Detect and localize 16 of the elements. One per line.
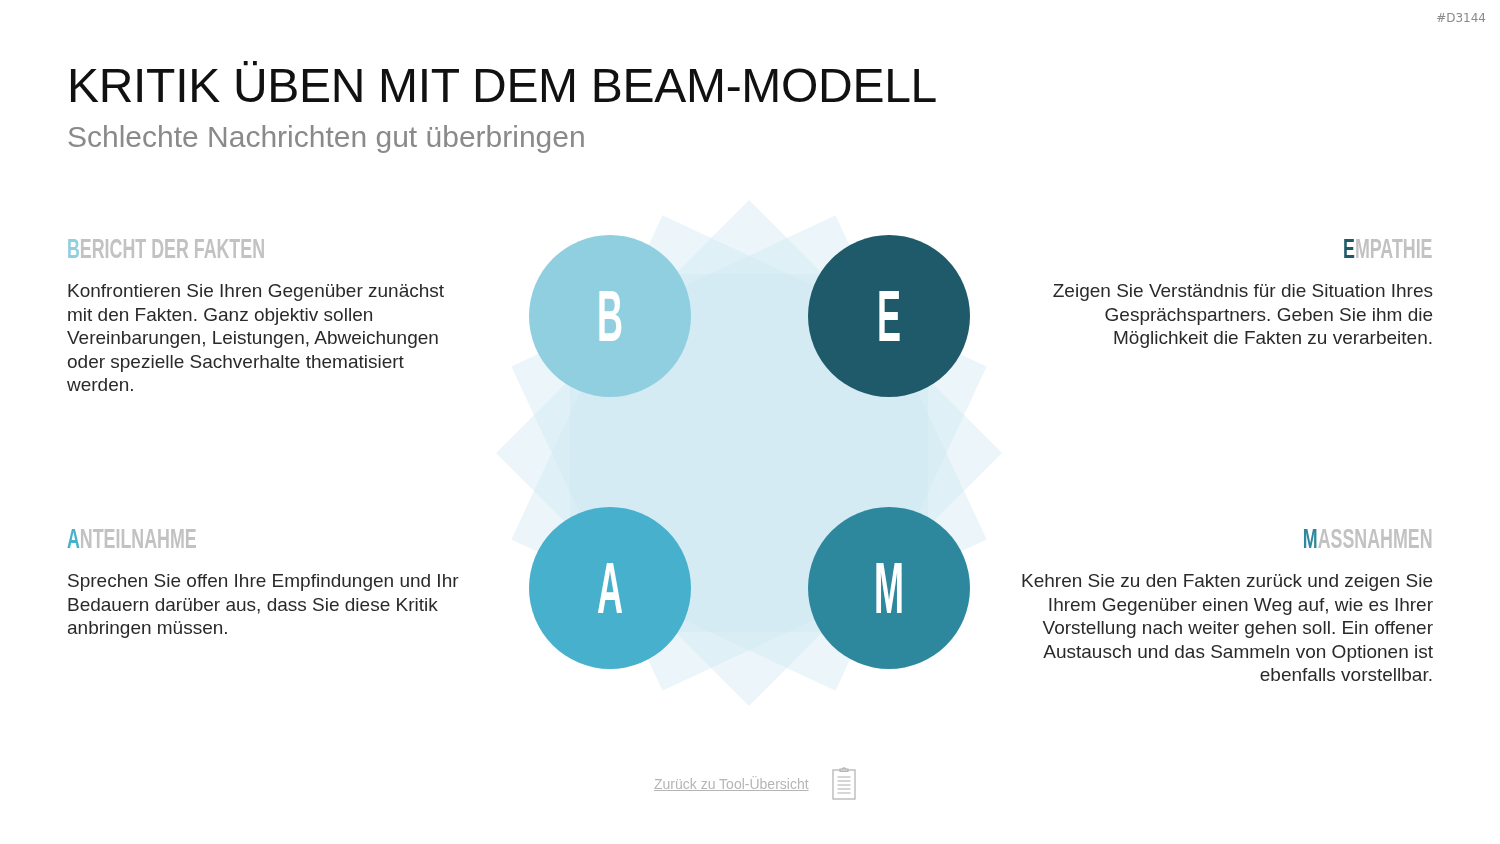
circle-letter: M [874, 552, 904, 624]
slide-id: #D3144 [1436, 11, 1486, 25]
slide-title: KRITIK ÜBEN MIT DEM BEAM-MODELL [67, 58, 937, 113]
section-heading: BERICHT DER FAKTEN [67, 234, 265, 264]
description-text: Zeigen Sie Verständnis für die Situation Ihres Gesprächspartners. Geben Sie ihm die Möglichkeit die Fakten zu verarbeiten. [1051, 279, 1433, 350]
description-text: Sprechen Sie offen Ihre Empfindungen und Ihr Bedauern darüber aus, dass Sie diese Kritik anbringen müssen. [67, 569, 460, 640]
section-heading: MASSNAHMEN [1303, 524, 1433, 554]
circle-letter: A [597, 552, 623, 624]
section-heading: EMPATHIE [1343, 234, 1433, 264]
slide-subtitle: Schlechte Nachrichten gut überbringen [67, 120, 586, 154]
back-link: Zurück zu Tool-Übersicht [654, 775, 809, 793]
circle-letter: E [877, 280, 901, 352]
section-heading: ANTEILNAHME [67, 524, 197, 554]
circle-letter: B [597, 280, 623, 352]
description-text: Kehren Sie zu den Fakten zurück und zeigen Sie Ihrem Gegenüber einen Weg auf, wie es Ihrer Vorstellung nach weiter gehen soll. Ein offener Austausch und das Sammeln von Optionen ist ebenfalls vorstellbar. [1020, 569, 1433, 687]
description-text: Konfrontieren Sie Ihren Gegenüber zunächst mit den Fakten. Ganz objektiv sollen Vereinbarungen, Leistungen, Abweichungen oder spezielle Sachverhalte thematisiert werden. [67, 279, 446, 397]
